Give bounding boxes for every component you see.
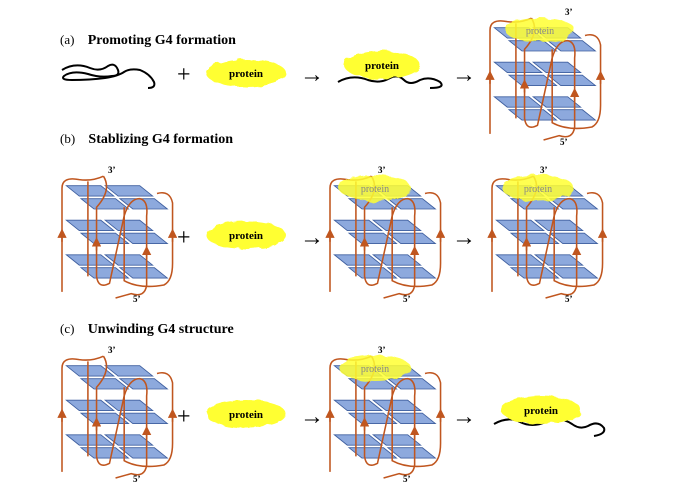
row-c-g4-2-protein-label: protein bbox=[361, 364, 389, 375]
row-b-protein-blob bbox=[206, 221, 286, 249]
row-c-letter: (c) bbox=[60, 321, 75, 336]
row-b-plus: + bbox=[177, 225, 191, 251]
row-c-g4-2-5prime: 5’ bbox=[403, 474, 411, 484]
row-b: 3’ 5’ + protein → protein 3’ 5’ → protei… bbox=[62, 165, 603, 304]
row-c-g4-1-5prime: 5’ bbox=[133, 474, 141, 484]
row-b-g4-2-protein-label: protein bbox=[361, 184, 389, 195]
row-a-plus: + bbox=[177, 62, 191, 88]
row-a-bound-protein-label: protein bbox=[365, 60, 399, 72]
row-c-plus: + bbox=[177, 404, 191, 430]
row-c-arrow-1: → bbox=[300, 404, 324, 430]
row-b-g4-1-5prime: 5’ bbox=[133, 294, 141, 304]
row-b-g4-3-5prime: 5’ bbox=[565, 294, 573, 304]
row-c-released-protein-label: protein bbox=[524, 405, 558, 417]
row-a-g4-3prime: 3’ bbox=[565, 7, 573, 17]
row-b-g4-2-5prime: 5’ bbox=[403, 294, 411, 304]
row-b-g4-structure-1 bbox=[62, 176, 173, 298]
row-b-g4-2-protein-blob bbox=[339, 175, 411, 201]
row-c-label: (c) Unwinding G4 structure bbox=[60, 321, 234, 338]
row-c-g4-2-3prime: 3’ bbox=[378, 345, 386, 355]
row-c-protein-label: protein bbox=[229, 409, 263, 421]
row-a-letter: (a) bbox=[60, 32, 75, 47]
row-b-g4-1-3prime: 3’ bbox=[108, 165, 116, 175]
row-c-title: Unwinding G4 structure bbox=[87, 322, 234, 337]
row-c-released-protein-blob bbox=[501, 396, 581, 424]
row-a-protein-blob bbox=[206, 59, 286, 87]
row-b-protein-label: protein bbox=[229, 230, 263, 242]
row-a-g4-5prime: 5’ bbox=[560, 137, 568, 147]
row-b-title: Stablizing G4 formation bbox=[88, 132, 234, 147]
row-c-g4-structure-1 bbox=[62, 356, 173, 478]
row-b-g4-2-3prime: 3’ bbox=[378, 165, 386, 175]
row-a-title: Promoting G4 formation bbox=[87, 33, 236, 48]
row-b-g4-3-protein-label: protein bbox=[524, 184, 552, 195]
row-a-label: (a) Promoting G4 formation bbox=[60, 32, 236, 49]
row-a-bound-protein-blob bbox=[344, 51, 420, 79]
row-a-protein-label: protein bbox=[229, 68, 263, 80]
row-c-g4-1-3prime: 3’ bbox=[108, 345, 116, 355]
row-c-protein-blob bbox=[206, 400, 286, 428]
row-b-arrow-1: → bbox=[300, 225, 324, 251]
row-c-unwound-strand bbox=[493, 418, 606, 437]
row-c-g4-2-protein-blob bbox=[339, 355, 411, 381]
row-c-arrow-2: → bbox=[452, 404, 476, 430]
row-a-g4-protein-label: protein bbox=[526, 26, 554, 37]
row-a-ssdna-strand bbox=[61, 63, 156, 89]
row-a-arrow-1: → bbox=[300, 62, 324, 88]
row-a-bound-strand bbox=[337, 75, 443, 89]
row-b-letter: (b) bbox=[60, 131, 76, 146]
row-c: 3’ 5’ + protein → protein 3’ 5’ → protei… bbox=[62, 345, 606, 484]
row-b-g4-3-3prime: 3’ bbox=[540, 165, 548, 175]
row-a-arrow-2: → bbox=[452, 62, 476, 88]
row-a-g4-protein-blob bbox=[505, 18, 575, 42]
row-a: + protein → protein → protein 3’ 5’ bbox=[61, 7, 601, 147]
row-b-label: (b) Stablizing G4 formation bbox=[60, 131, 233, 148]
row-b-g4-3-protein-blob bbox=[502, 175, 574, 201]
row-b-arrow-2: → bbox=[452, 225, 476, 251]
